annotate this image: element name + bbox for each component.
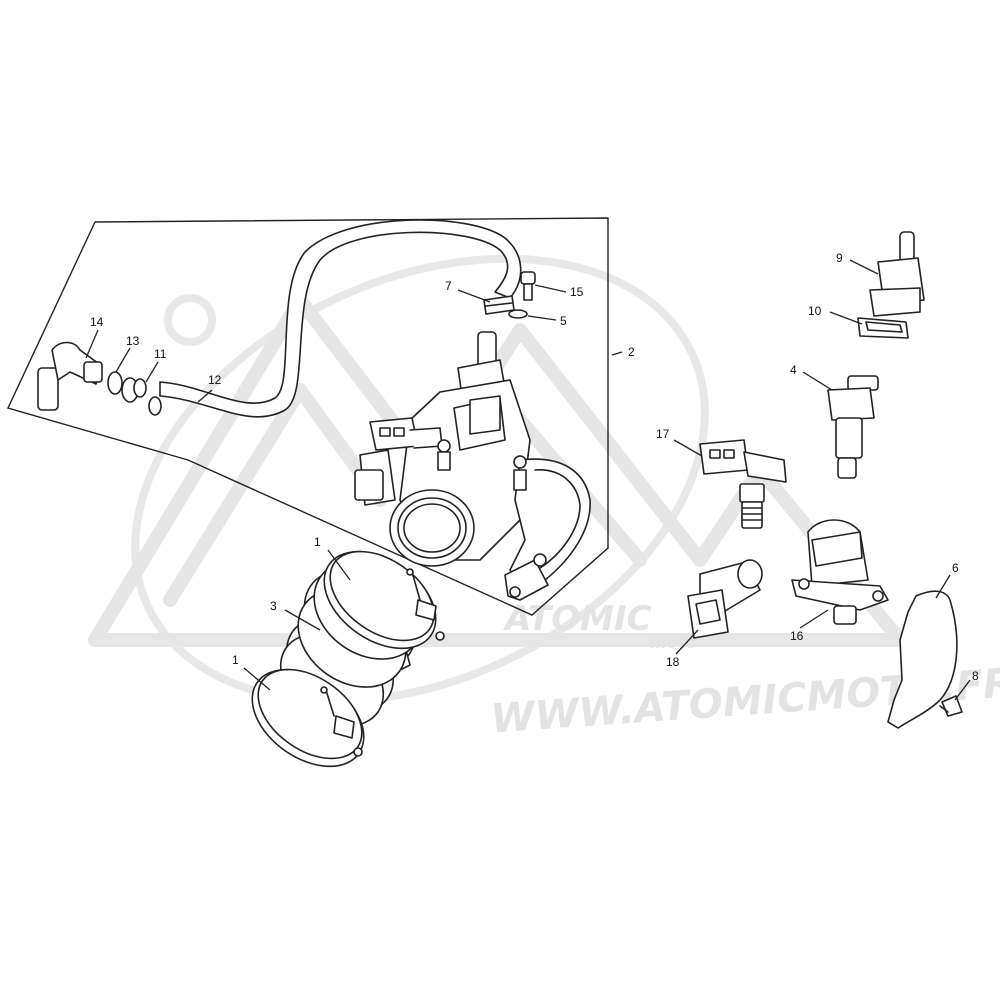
intake-clamp-lower <box>251 668 365 768</box>
callout-labels: 1 1 2 3 4 5 6 7 8 9 10 11 12 13 14 15 16… <box>90 251 979 683</box>
callout-1-lower: 1 <box>232 653 239 667</box>
intake-clamp-upper <box>323 550 445 650</box>
breather-elbow <box>37 341 103 411</box>
hose-clamp-small <box>121 377 147 403</box>
throttle-position-sensor <box>687 559 763 639</box>
hose-clip <box>483 295 515 315</box>
callout-9: 9 <box>836 251 843 265</box>
hose-ring <box>148 396 162 416</box>
callout-2: 2 <box>628 345 635 359</box>
map-sensor <box>699 439 787 529</box>
washer <box>508 309 528 319</box>
callout-18: 18 <box>666 655 680 669</box>
callout-15: 15 <box>570 285 584 299</box>
throttle-cover <box>887 590 958 729</box>
injector-holder <box>869 231 925 317</box>
cover-screw <box>939 695 963 717</box>
callout-11: 11 <box>154 347 167 361</box>
callout-7: 7 <box>445 279 452 293</box>
callout-13: 13 <box>126 334 140 348</box>
fuel-injector <box>827 375 879 479</box>
callout-8: 8 <box>972 669 979 683</box>
callout-10: 10 <box>808 304 822 318</box>
callout-16: 16 <box>790 629 804 643</box>
callout-1-upper: 1 <box>314 535 321 549</box>
assembly-boundary <box>7 217 609 616</box>
callout-6: 6 <box>952 561 959 575</box>
callout-4: 4 <box>790 363 797 377</box>
o-ring <box>107 371 123 395</box>
screw-15 <box>520 271 536 301</box>
watermark-logo-text: ATOMIC <box>502 599 652 639</box>
callout-14: 14 <box>90 315 104 329</box>
callout-5: 5 <box>560 314 567 328</box>
injector-clip <box>857 317 909 339</box>
callout-17: 17 <box>656 427 670 441</box>
idle-control-valve <box>791 519 889 625</box>
throttle-body <box>354 331 591 601</box>
watermark-logo-sub: moto <box>650 633 696 652</box>
leader-lines <box>85 259 971 701</box>
callout-3: 3 <box>270 599 277 613</box>
callout-12: 12 <box>208 373 222 387</box>
